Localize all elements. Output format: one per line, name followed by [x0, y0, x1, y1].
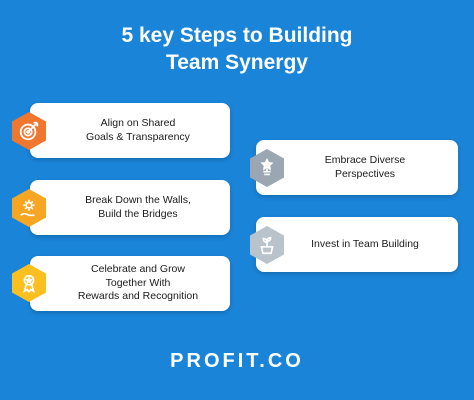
title-line-1: 5 key Steps to Building [121, 24, 353, 47]
step-text: Align on Shared Goals & Transparency [86, 117, 190, 143]
step-card-team-building: Invest in Team Building [256, 217, 458, 272]
award-icon [12, 264, 46, 302]
step-card-align-goals: Align on Shared Goals & Transparency [30, 103, 230, 158]
infographic-title: 5 key Steps to Building Team Synergy [0, 22, 474, 76]
step-text: Invest in Team Building [311, 237, 419, 250]
step-card-celebrate: Celebrate and Grow Together With Rewards… [30, 256, 230, 311]
step-card-embrace-diverse: Embrace Diverse Perspectives [256, 140, 458, 195]
profit-co-logo: PROFIT.CO [170, 350, 304, 372]
title-line-2: Team Synergy [165, 51, 308, 74]
step-text: Break Down the Walls, Build the Bridges [85, 194, 191, 220]
step-text: Embrace Diverse Perspectives [324, 154, 406, 180]
step-card-break-walls: Break Down the Walls, Build the Bridges [30, 180, 230, 235]
step-text: Celebrate and Grow Together With Rewards… [77, 263, 199, 303]
